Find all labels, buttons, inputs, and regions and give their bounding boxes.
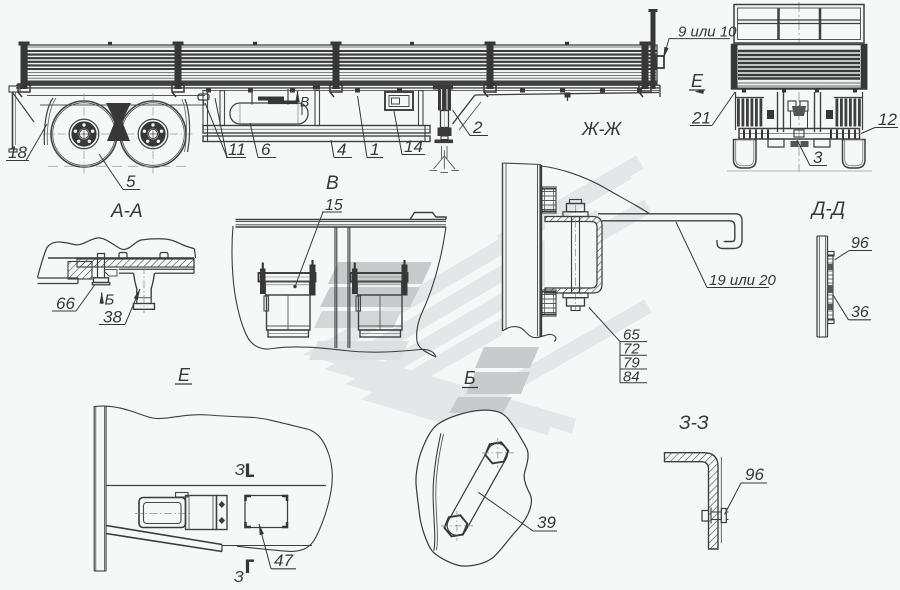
svg-text:5: 5 — [126, 172, 136, 191]
svg-text:96: 96 — [745, 465, 764, 484]
svg-text:38: 38 — [103, 308, 122, 327]
svg-text:3: 3 — [813, 148, 823, 167]
svg-text:2: 2 — [472, 118, 483, 137]
svg-text:66: 66 — [56, 294, 75, 313]
svg-text:Е: Е — [691, 71, 704, 91]
svg-text:19 или 20: 19 или 20 — [709, 272, 777, 289]
svg-text:Е: Е — [178, 365, 191, 385]
svg-text:84: 84 — [623, 369, 640, 386]
svg-text:15: 15 — [325, 197, 343, 214]
svg-text:12: 12 — [878, 110, 897, 129]
svg-text:Б: Б — [105, 292, 115, 309]
svg-text:1: 1 — [370, 140, 379, 159]
svg-text:В: В — [326, 173, 339, 194]
svg-text:А-А: А-А — [110, 201, 143, 222]
svg-text:4: 4 — [337, 140, 346, 159]
svg-text:З: З — [234, 569, 244, 586]
svg-text:79: 79 — [623, 355, 640, 372]
svg-text:65: 65 — [623, 327, 640, 344]
svg-text:Б: Б — [464, 368, 476, 388]
svg-text:47: 47 — [274, 551, 293, 570]
svg-text:11: 11 — [228, 140, 246, 159]
svg-text:В: В — [300, 94, 309, 110]
svg-text:З-З: З-З — [679, 413, 709, 434]
svg-text:21: 21 — [691, 109, 711, 128]
svg-text:14: 14 — [404, 137, 423, 156]
svg-text:96: 96 — [851, 235, 869, 252]
svg-text:36: 36 — [851, 304, 869, 321]
svg-text:Д-Д: Д-Д — [810, 199, 845, 220]
svg-text:18: 18 — [8, 143, 27, 162]
svg-text:39: 39 — [537, 513, 556, 532]
svg-text:6: 6 — [261, 140, 271, 159]
svg-text:Ж-Ж: Ж-Ж — [581, 119, 623, 139]
svg-text:З: З — [235, 462, 245, 479]
svg-text:9 или 10: 9 или 10 — [678, 24, 737, 41]
svg-text:72: 72 — [623, 341, 640, 358]
